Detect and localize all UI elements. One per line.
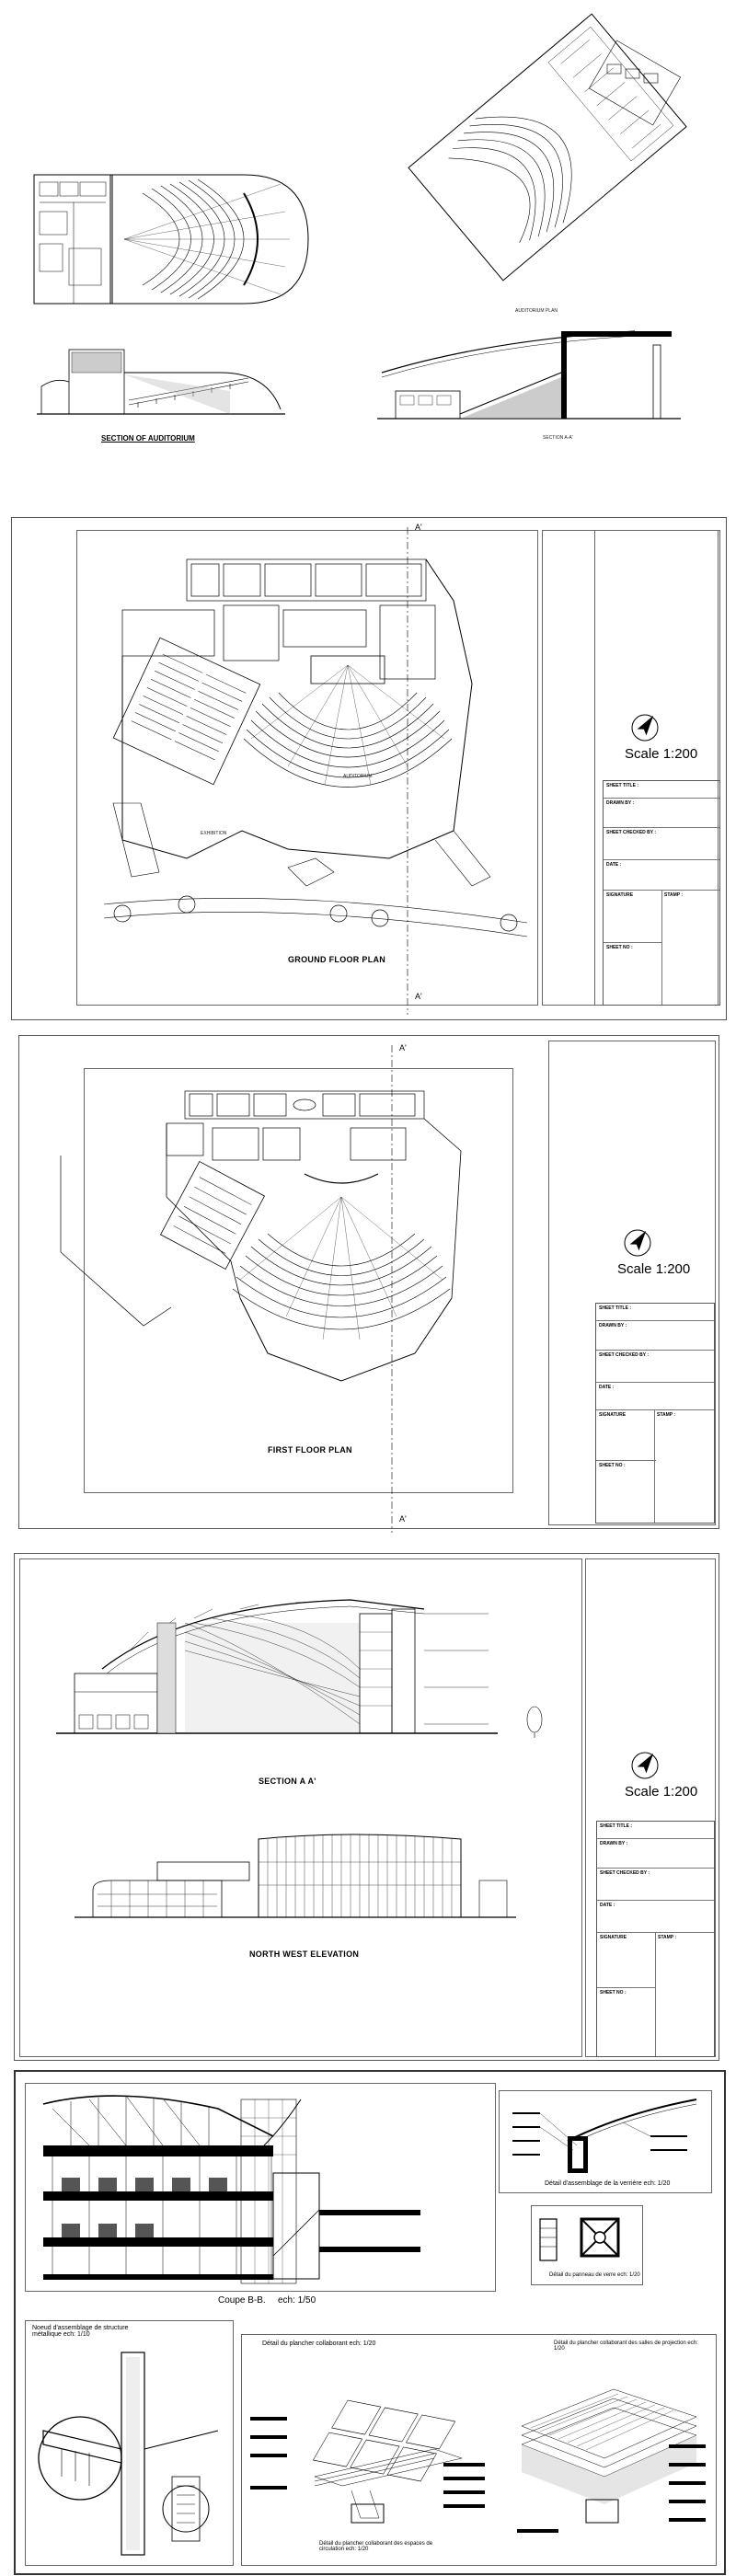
auditorium-plan-rotated-drawing bbox=[408, 13, 687, 282]
noeud-title: Noeud d'assemblage de structure métalliq… bbox=[32, 2325, 129, 2338]
tb-sheet-title: SHEET TITLE : bbox=[606, 783, 638, 788]
tb-drawn-by: DRAWN BY : bbox=[600, 1841, 628, 1846]
sheet-first-floor: A' A' FIRST FLOOR PLAN Scal bbox=[18, 1035, 719, 1533]
north-arrow-icon bbox=[631, 714, 659, 742]
tb-date: DATE : bbox=[606, 862, 622, 868]
leader-labels bbox=[250, 2417, 706, 2533]
title-block: SHEET TITLE : DRAWN BY : SHEET CHECKED B… bbox=[596, 1821, 715, 2057]
title-block: SHEET TITLE : DRAWN BY : SHEET CHECKED B… bbox=[603, 780, 720, 1006]
plancher-salles-caption: Détail du plancher collaborant des salle… bbox=[554, 2340, 698, 2352]
ground-floor-plan-drawing bbox=[103, 558, 528, 937]
coupe-bb-drawing bbox=[42, 2095, 420, 2284]
top-drawings: AUDITORIUM PLAN SECTION OF AUDITORIUM SE… bbox=[0, 0, 736, 478]
cut-label-bottom: A' bbox=[399, 1514, 407, 1524]
room-label-auditorium: AUDITORIUM bbox=[343, 774, 373, 779]
tb-checked-by: SHEET CHECKED BY : bbox=[599, 1352, 650, 1358]
north-arrow-icon bbox=[631, 1752, 659, 1779]
tb-stamp: STAMP : bbox=[658, 1935, 677, 1940]
ground-floor-title: GROUND FLOOR PLAN bbox=[288, 955, 386, 964]
coupe-frame bbox=[25, 2083, 496, 2292]
tb-date: DATE : bbox=[599, 1385, 615, 1390]
tb-checked-by: SHEET CHECKED BY : bbox=[606, 830, 657, 835]
title-block: SHEET TITLE : DRAWN BY : SHEET CHECKED B… bbox=[595, 1303, 715, 1524]
panneau-node-drawing bbox=[539, 2218, 558, 2261]
tb-drawn-by: DRAWN BY : bbox=[599, 1323, 627, 1328]
cut-label-top: A' bbox=[415, 523, 422, 532]
noeud-frame bbox=[25, 2320, 234, 2566]
plancher-circulation-drawing bbox=[312, 2399, 463, 2524]
room-label-exhibition: EXHIBITION bbox=[201, 831, 227, 836]
cut-label-bottom: A' bbox=[415, 992, 422, 1001]
coupe-scale: ech: 1/50 bbox=[278, 2295, 316, 2306]
auditorium-plan-label: AUDITORIUM PLAN bbox=[515, 308, 558, 314]
tb-signature: SIGNATURE bbox=[600, 1935, 627, 1940]
site-outline-drawing bbox=[60, 1156, 172, 1327]
tb-signature: SIGNATURE bbox=[606, 892, 634, 898]
sheet-ground-floor: A' A' bbox=[11, 517, 727, 1020]
verriere-frame bbox=[499, 2090, 712, 2193]
section-aa-drawing bbox=[377, 330, 681, 420]
plancher-espaces-caption: Détail du plancher collaborant des espac… bbox=[319, 2541, 433, 2552]
verriere-detail-drawing bbox=[512, 2099, 697, 2173]
section-aa-label: SECTION A-A' bbox=[543, 435, 573, 441]
tb-stamp: STAMP : bbox=[664, 892, 684, 898]
panneau-caption: Détail du panneau de verre ech: 1/20 bbox=[549, 2272, 640, 2278]
cut-label-top: A' bbox=[399, 1043, 407, 1052]
drawing-frame bbox=[76, 530, 538, 1006]
plancher-caption: Détail du plancher collaborant ech: 1/20 bbox=[262, 2340, 376, 2347]
north-west-elevation-drawing bbox=[75, 1834, 516, 1918]
section-title: SECTION A A' bbox=[259, 1777, 316, 1786]
section-aa-large-drawing bbox=[56, 1599, 543, 1738]
plancher-frame bbox=[241, 2334, 717, 2566]
drawing-frame bbox=[84, 1068, 513, 1493]
north-arrow-icon bbox=[624, 1229, 651, 1257]
tb-stamp: STAMP : bbox=[657, 1412, 676, 1418]
tb-signature: SIGNATURE bbox=[599, 1412, 627, 1418]
elevation-title: NORTH WEST ELEVATION bbox=[249, 1949, 360, 1959]
tb-sheet-no: SHEET NO : bbox=[600, 1990, 627, 1995]
sheet-section-elevation: SECTION A A' NORTH WEST ELEVATION Scale … bbox=[14, 1553, 719, 2061]
scale-label: Scale 1:200 bbox=[625, 1784, 698, 1800]
coupe-label: Coupe B-B. bbox=[218, 2295, 266, 2306]
tb-checked-by: SHEET CHECKED BY : bbox=[600, 1870, 650, 1876]
verriere-caption: Détail d'assemblage de la verrière ech: … bbox=[545, 2180, 671, 2187]
plancher-salles-drawing bbox=[521, 2388, 697, 2524]
tb-sheet-title: SHEET TITLE : bbox=[599, 1305, 631, 1311]
drawing-frame bbox=[19, 1558, 582, 2057]
noeud-detail-drawing bbox=[38, 2352, 219, 2556]
first-floor-title: FIRST FLOOR PLAN bbox=[268, 1445, 352, 1455]
auditorium-plan-small-drawing bbox=[33, 174, 309, 305]
section-auditorium-label: SECTION OF AUDITORIUM bbox=[101, 434, 195, 443]
scale-label: Scale 1:200 bbox=[617, 1261, 691, 1277]
tb-drawn-by: DRAWN BY : bbox=[606, 800, 635, 806]
title-block-column bbox=[548, 1041, 716, 1525]
tb-date: DATE : bbox=[600, 1903, 615, 1908]
tb-sheet-title: SHEET TITLE : bbox=[600, 1823, 632, 1829]
panneau-detail-drawing bbox=[580, 2217, 620, 2258]
sheet-details: Coupe B-B. ech: 1/50 Détail d'assemblage… bbox=[14, 2070, 726, 2575]
panneau-frame bbox=[531, 2205, 643, 2285]
section-auditorium-drawing bbox=[37, 349, 285, 415]
first-floor-plan-drawing bbox=[160, 1090, 462, 1382]
tb-sheet-no: SHEET NO : bbox=[606, 945, 633, 950]
tb-sheet-no: SHEET NO : bbox=[599, 1463, 626, 1468]
scale-label: Scale 1:200 bbox=[625, 746, 698, 762]
